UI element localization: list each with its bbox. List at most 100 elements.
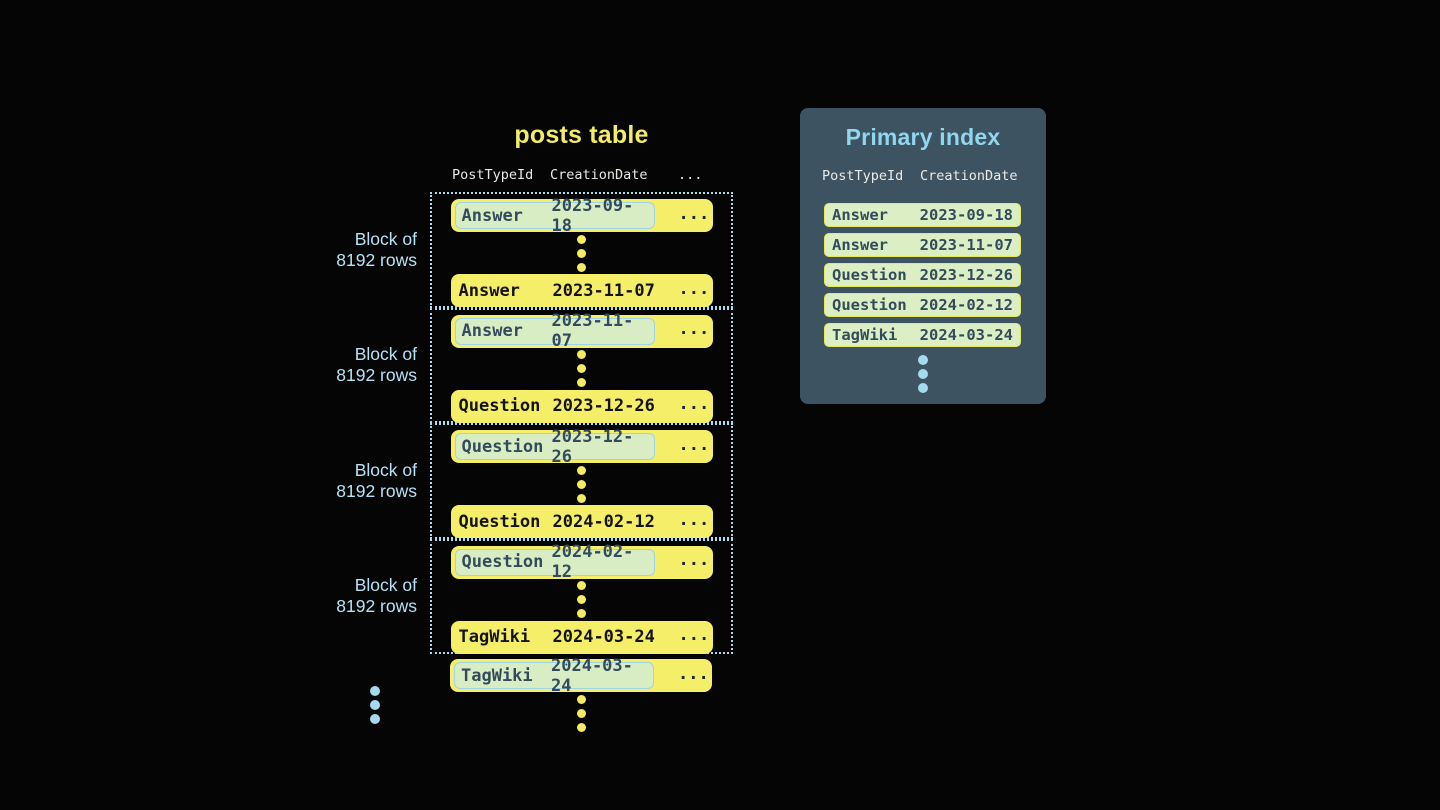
row-more-ellipsis: ...: [678, 203, 710, 224]
omitted-rows-dots: [430, 692, 733, 734]
block-label-line2: 8192 rows: [336, 480, 417, 501]
row-creationdate: 2024-03-24: [551, 655, 633, 696]
dot: [918, 355, 928, 365]
table-block: Block of 8192 rows Question 2024-02-12 .…: [336, 538, 733, 654]
dot: [577, 581, 586, 590]
dot: [918, 383, 928, 393]
block-size-label: Block of 8192 rows: [336, 460, 417, 502]
index-entry-row: Question 2023-12-26: [824, 263, 1021, 287]
row-creationdate: 2023-12-26: [551, 426, 634, 467]
row-posttypeid: Answer: [458, 280, 520, 301]
row-creationdate: 2024-02-12: [551, 542, 634, 582]
table-row-last: Question 2023-12-26 ...: [450, 389, 713, 423]
table-row-first: Answer 2023-11-07 ...: [450, 311, 713, 351]
index-creationdate: 2024-02-12: [919, 296, 1013, 314]
index-key-highlight: TagWiki 2024-03-24: [454, 656, 654, 696]
row-posttypeid: TagWiki: [458, 627, 531, 647]
block-dotted-border: Question 2024-02-12 ... TagWiki 2024-03-…: [430, 538, 733, 654]
index-posttypeid: Question: [832, 266, 907, 284]
block-label-line2: 8192 rows: [336, 249, 417, 270]
omitted-rows-dots: [577, 232, 586, 274]
dot: [577, 708, 586, 718]
row-creationdate: 2023-11-07: [551, 311, 634, 351]
dot: [577, 609, 586, 618]
row-posttypeid: Question: [461, 436, 544, 457]
index-creationdate: 2024-03-24: [919, 326, 1013, 344]
block-size-label: Block of 8192 rows: [336, 344, 417, 386]
row-creationdate: 2024-02-12: [552, 511, 655, 532]
primary-index-panel: Primary index PostTypeId CreationDate An…: [800, 108, 1046, 404]
dot: [577, 465, 586, 475]
index-entry-row: TagWiki 2024-03-24: [824, 323, 1021, 347]
index-posttypeid: TagWiki: [832, 326, 898, 344]
table-row-first: Question 2023-12-26 ...: [450, 427, 713, 467]
column-header-posttypeid: PostTypeId: [822, 168, 904, 184]
omitted-rows-dots: [577, 579, 586, 621]
index-key-highlight: Question 2024-02-12: [454, 542, 655, 582]
posts-table-title: posts table: [514, 121, 649, 149]
index-entry-row: Answer 2023-11-07: [824, 233, 1021, 257]
row-more-ellipsis: ...: [678, 663, 709, 684]
table-row-last: Question 2024-02-12 ...: [450, 505, 713, 538]
table-block: Block of 8192 rows Question 2023-12-26 .…: [336, 423, 733, 539]
row-more-ellipsis: ...: [678, 509, 710, 530]
more-index-entries-dots: [918, 353, 928, 395]
dot: [577, 694, 586, 704]
column-header-creationdate: CreationDate: [550, 167, 648, 183]
row-more-ellipsis: ...: [678, 278, 710, 299]
row-more-ellipsis: ...: [678, 625, 710, 646]
posts-table-column-headers: PostTypeId CreationDate ...: [430, 167, 733, 185]
column-header-posttypeid: PostTypeId: [452, 167, 534, 183]
dot: [370, 686, 380, 696]
row-creationdate: 2023-09-18: [551, 195, 634, 236]
index-key-highlight: Question 2023-12-26: [454, 427, 655, 467]
dot: [577, 350, 586, 359]
dot: [577, 595, 586, 604]
block-label-line1: Block of: [354, 228, 417, 249]
row-creationdate: 2024-03-24: [552, 627, 655, 647]
row-creationdate: 2023-11-07: [552, 280, 655, 301]
omitted-rows-dots: [577, 463, 586, 505]
index-creationdate: 2023-11-07: [919, 236, 1013, 254]
table-row-overflow: TagWiki 2024-03-24 ...: [450, 656, 712, 696]
row-more-ellipsis: ...: [678, 394, 710, 415]
primary-index-title: Primary index: [845, 124, 1001, 150]
table-block: Block of 8192 rows Answer 2023-11-07 ...…: [336, 307, 733, 423]
block-size-label: Block of 8192 rows: [336, 229, 417, 271]
block-dotted-border: Answer 2023-09-18 ... Answer 2023-11-07 …: [430, 192, 733, 308]
dot: [577, 493, 586, 503]
dot: [370, 700, 380, 710]
dot: [577, 722, 586, 732]
omitted-rows-dots: [577, 348, 586, 390]
index-posttypeid: Answer: [832, 236, 888, 254]
block-label-line2: 8192 rows: [336, 365, 417, 386]
dot: [918, 369, 928, 379]
row-more-ellipsis: ...: [678, 319, 710, 340]
row-posttypeid: Question: [458, 511, 541, 532]
index-key-highlight: Answer 2023-09-18: [454, 196, 655, 236]
row-creationdate: 2023-12-26: [552, 396, 655, 416]
column-header-creationdate: CreationDate: [920, 168, 1018, 184]
row-posttypeid: TagWiki: [461, 665, 533, 686]
row-more-ellipsis: ...: [678, 550, 710, 571]
table-row-last: Answer 2023-11-07 ...: [450, 274, 713, 307]
dot: [577, 479, 586, 489]
table-row-last: TagWiki 2024-03-24 ...: [450, 620, 713, 654]
table-block: Block of 8192 rows Answer 2023-09-18 ...…: [336, 192, 733, 308]
row-posttypeid: Question: [458, 396, 541, 416]
index-entry-row: Question 2024-02-12: [824, 293, 1021, 317]
index-creationdate: 2023-09-18: [919, 206, 1013, 224]
block-label-line1: Block of: [354, 459, 417, 480]
dot: [577, 378, 586, 387]
dot: [577, 248, 586, 258]
more-blocks-dots: [370, 684, 380, 726]
primary-index-column-headers: PostTypeId CreationDate: [800, 168, 1046, 186]
row-posttypeid: Question: [461, 552, 544, 572]
row-more-ellipsis: ...: [678, 434, 710, 455]
dot: [577, 234, 586, 244]
primary-index-rows: Answer 2023-09-18 Answer 2023-11-07 Ques…: [824, 203, 1021, 353]
block-label-line1: Block of: [354, 575, 417, 596]
block-size-label: Block of 8192 rows: [336, 575, 417, 617]
index-posttypeid: Answer: [832, 206, 888, 224]
